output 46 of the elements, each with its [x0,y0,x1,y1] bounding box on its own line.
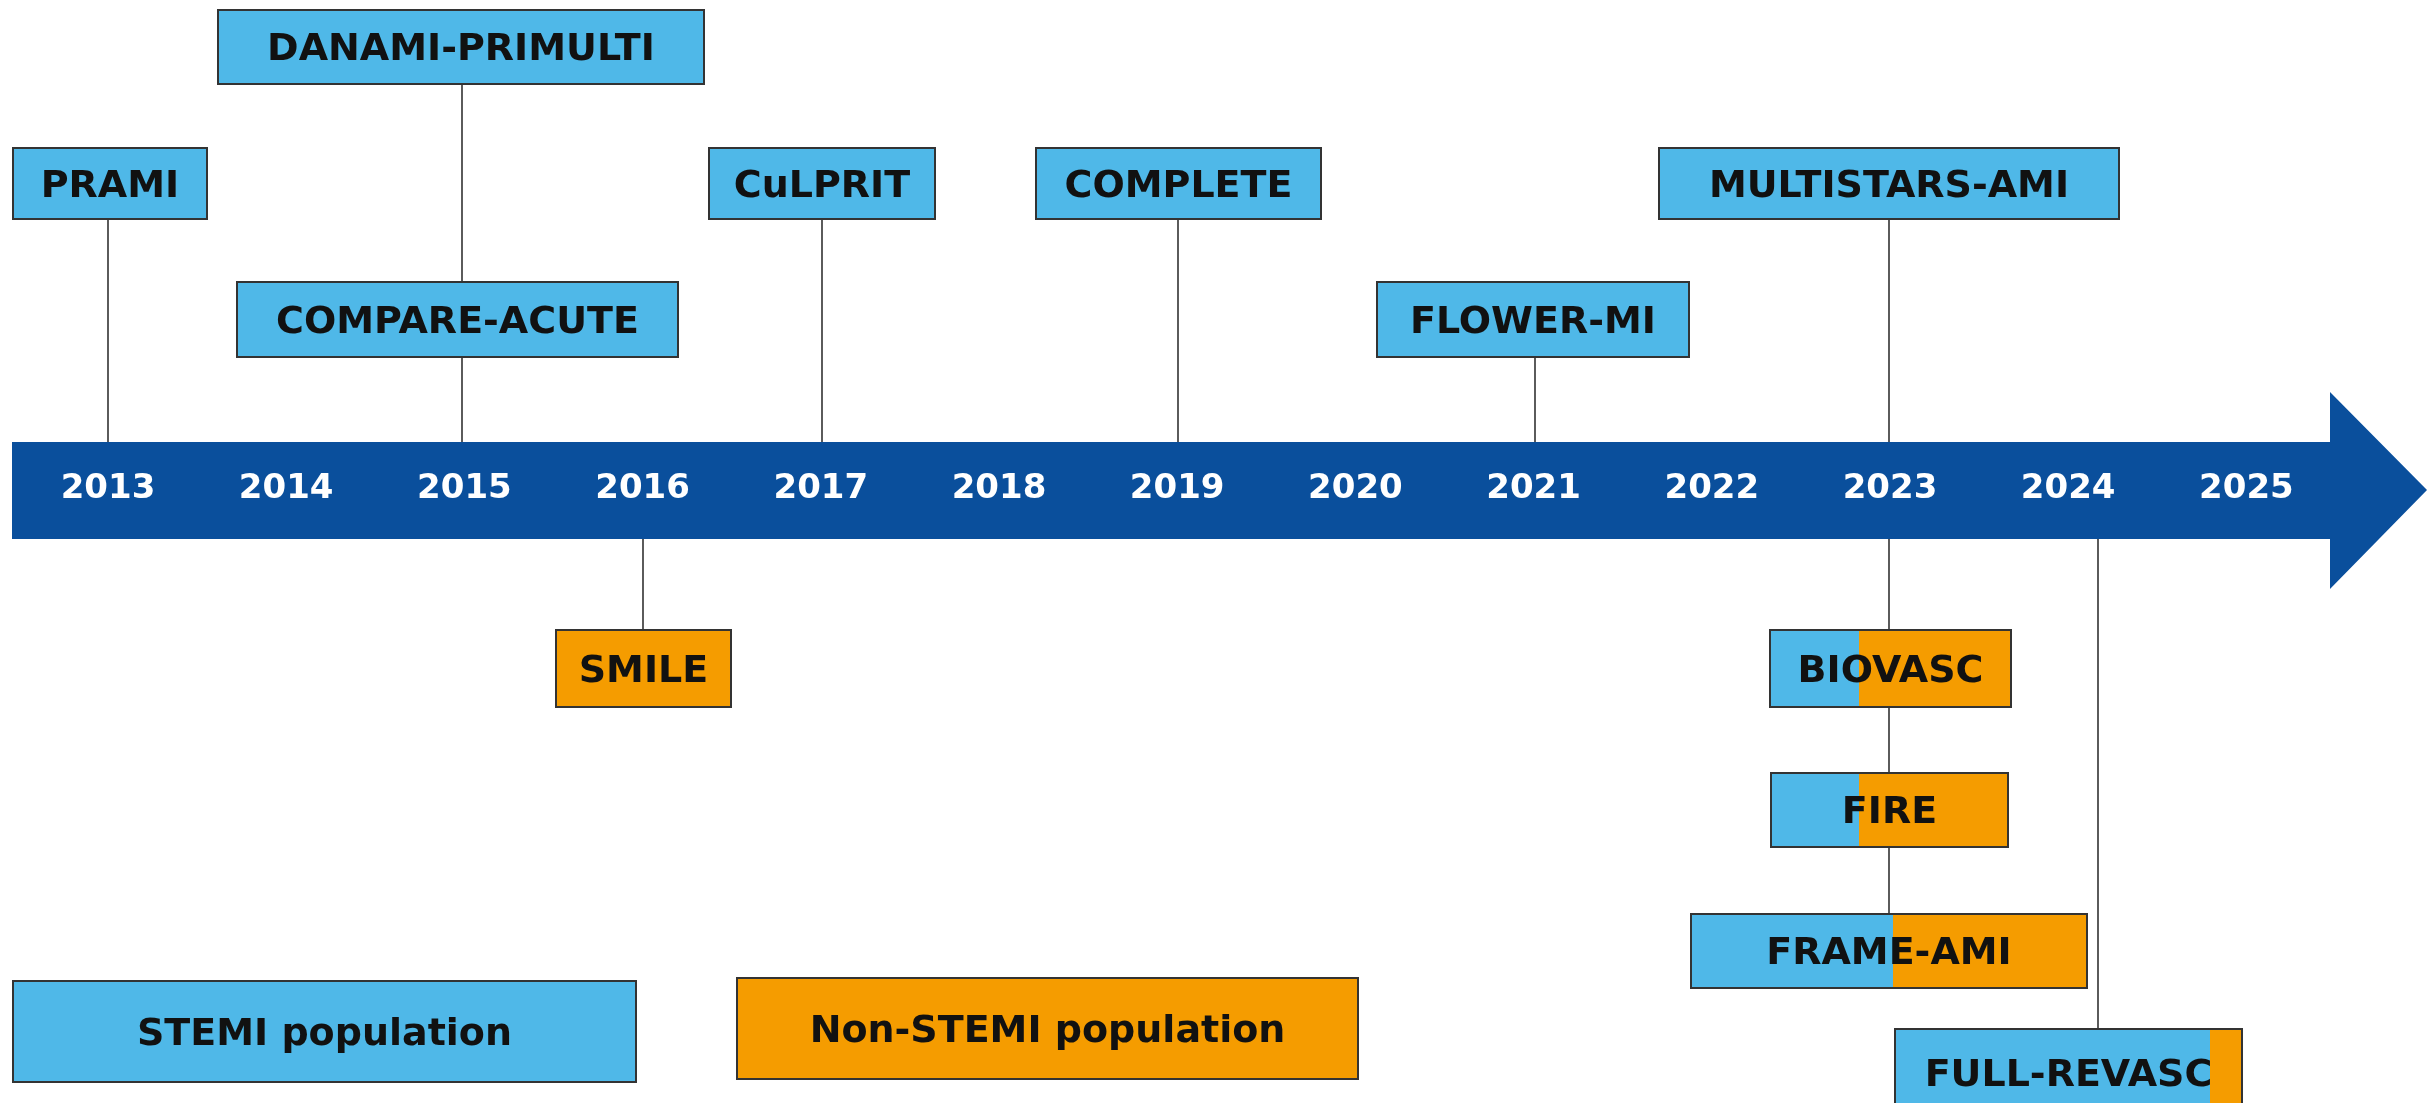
year-label: 2013 [59,466,157,506]
connector-line [1888,538,1890,630]
connector-line [1888,847,1890,914]
connector-line [821,219,823,443]
trial-name: FLOWER-MI [1410,297,1656,342]
trial-name: FULL-REVASC [1924,1051,2213,1095]
connector-line [1888,219,1890,443]
trial-box [12,147,208,220]
year-label: 2017 [772,466,870,506]
trial-name: MULTISTARS-AMI [1708,161,2070,206]
connector-line [1888,707,1890,773]
trial-name: COMPLETE [1064,161,1293,206]
year-label: 2022 [1663,466,1761,506]
trial-box [1376,281,1690,358]
year-label: 2024 [2019,466,2117,506]
trial-box [1035,147,1322,220]
year-label: 2025 [2198,466,2295,506]
connector-line [2097,538,2099,1029]
trial-box [708,147,936,220]
connector-line [107,219,109,443]
year-label: 2014 [237,466,335,506]
year-label: 2021 [1485,466,1582,506]
legend-text: STEMI population [137,1009,512,1054]
year-label: 2019 [1128,466,1226,506]
trial-box [217,9,705,85]
legend-text: Non-STEMI population [809,1006,1286,1051]
year-label: 2015 [416,466,513,506]
trial-box [1894,1028,2243,1103]
connector-line [461,357,463,443]
trial-box [1658,147,2120,220]
year-label: 2016 [594,466,691,506]
connector-line [642,538,644,630]
trial-name: SMILE [578,646,709,691]
year-label: 2020 [1307,466,1404,506]
year-label: 2023 [1841,466,1939,506]
connector-line [1177,219,1179,443]
trial-box [555,629,732,708]
trial-box [236,281,679,358]
trial-name: DANAMI-PRIMULTI [267,25,655,69]
trial-name: COMPARE-ACUTE [276,297,639,342]
connector-line [1534,357,1536,443]
trial-name: PRAMI [40,161,180,206]
connector-line [461,84,463,282]
trial-name: CuLPRIT [733,161,911,206]
year-label: 2018 [950,466,1048,506]
timeline-arrow [12,392,2427,589]
